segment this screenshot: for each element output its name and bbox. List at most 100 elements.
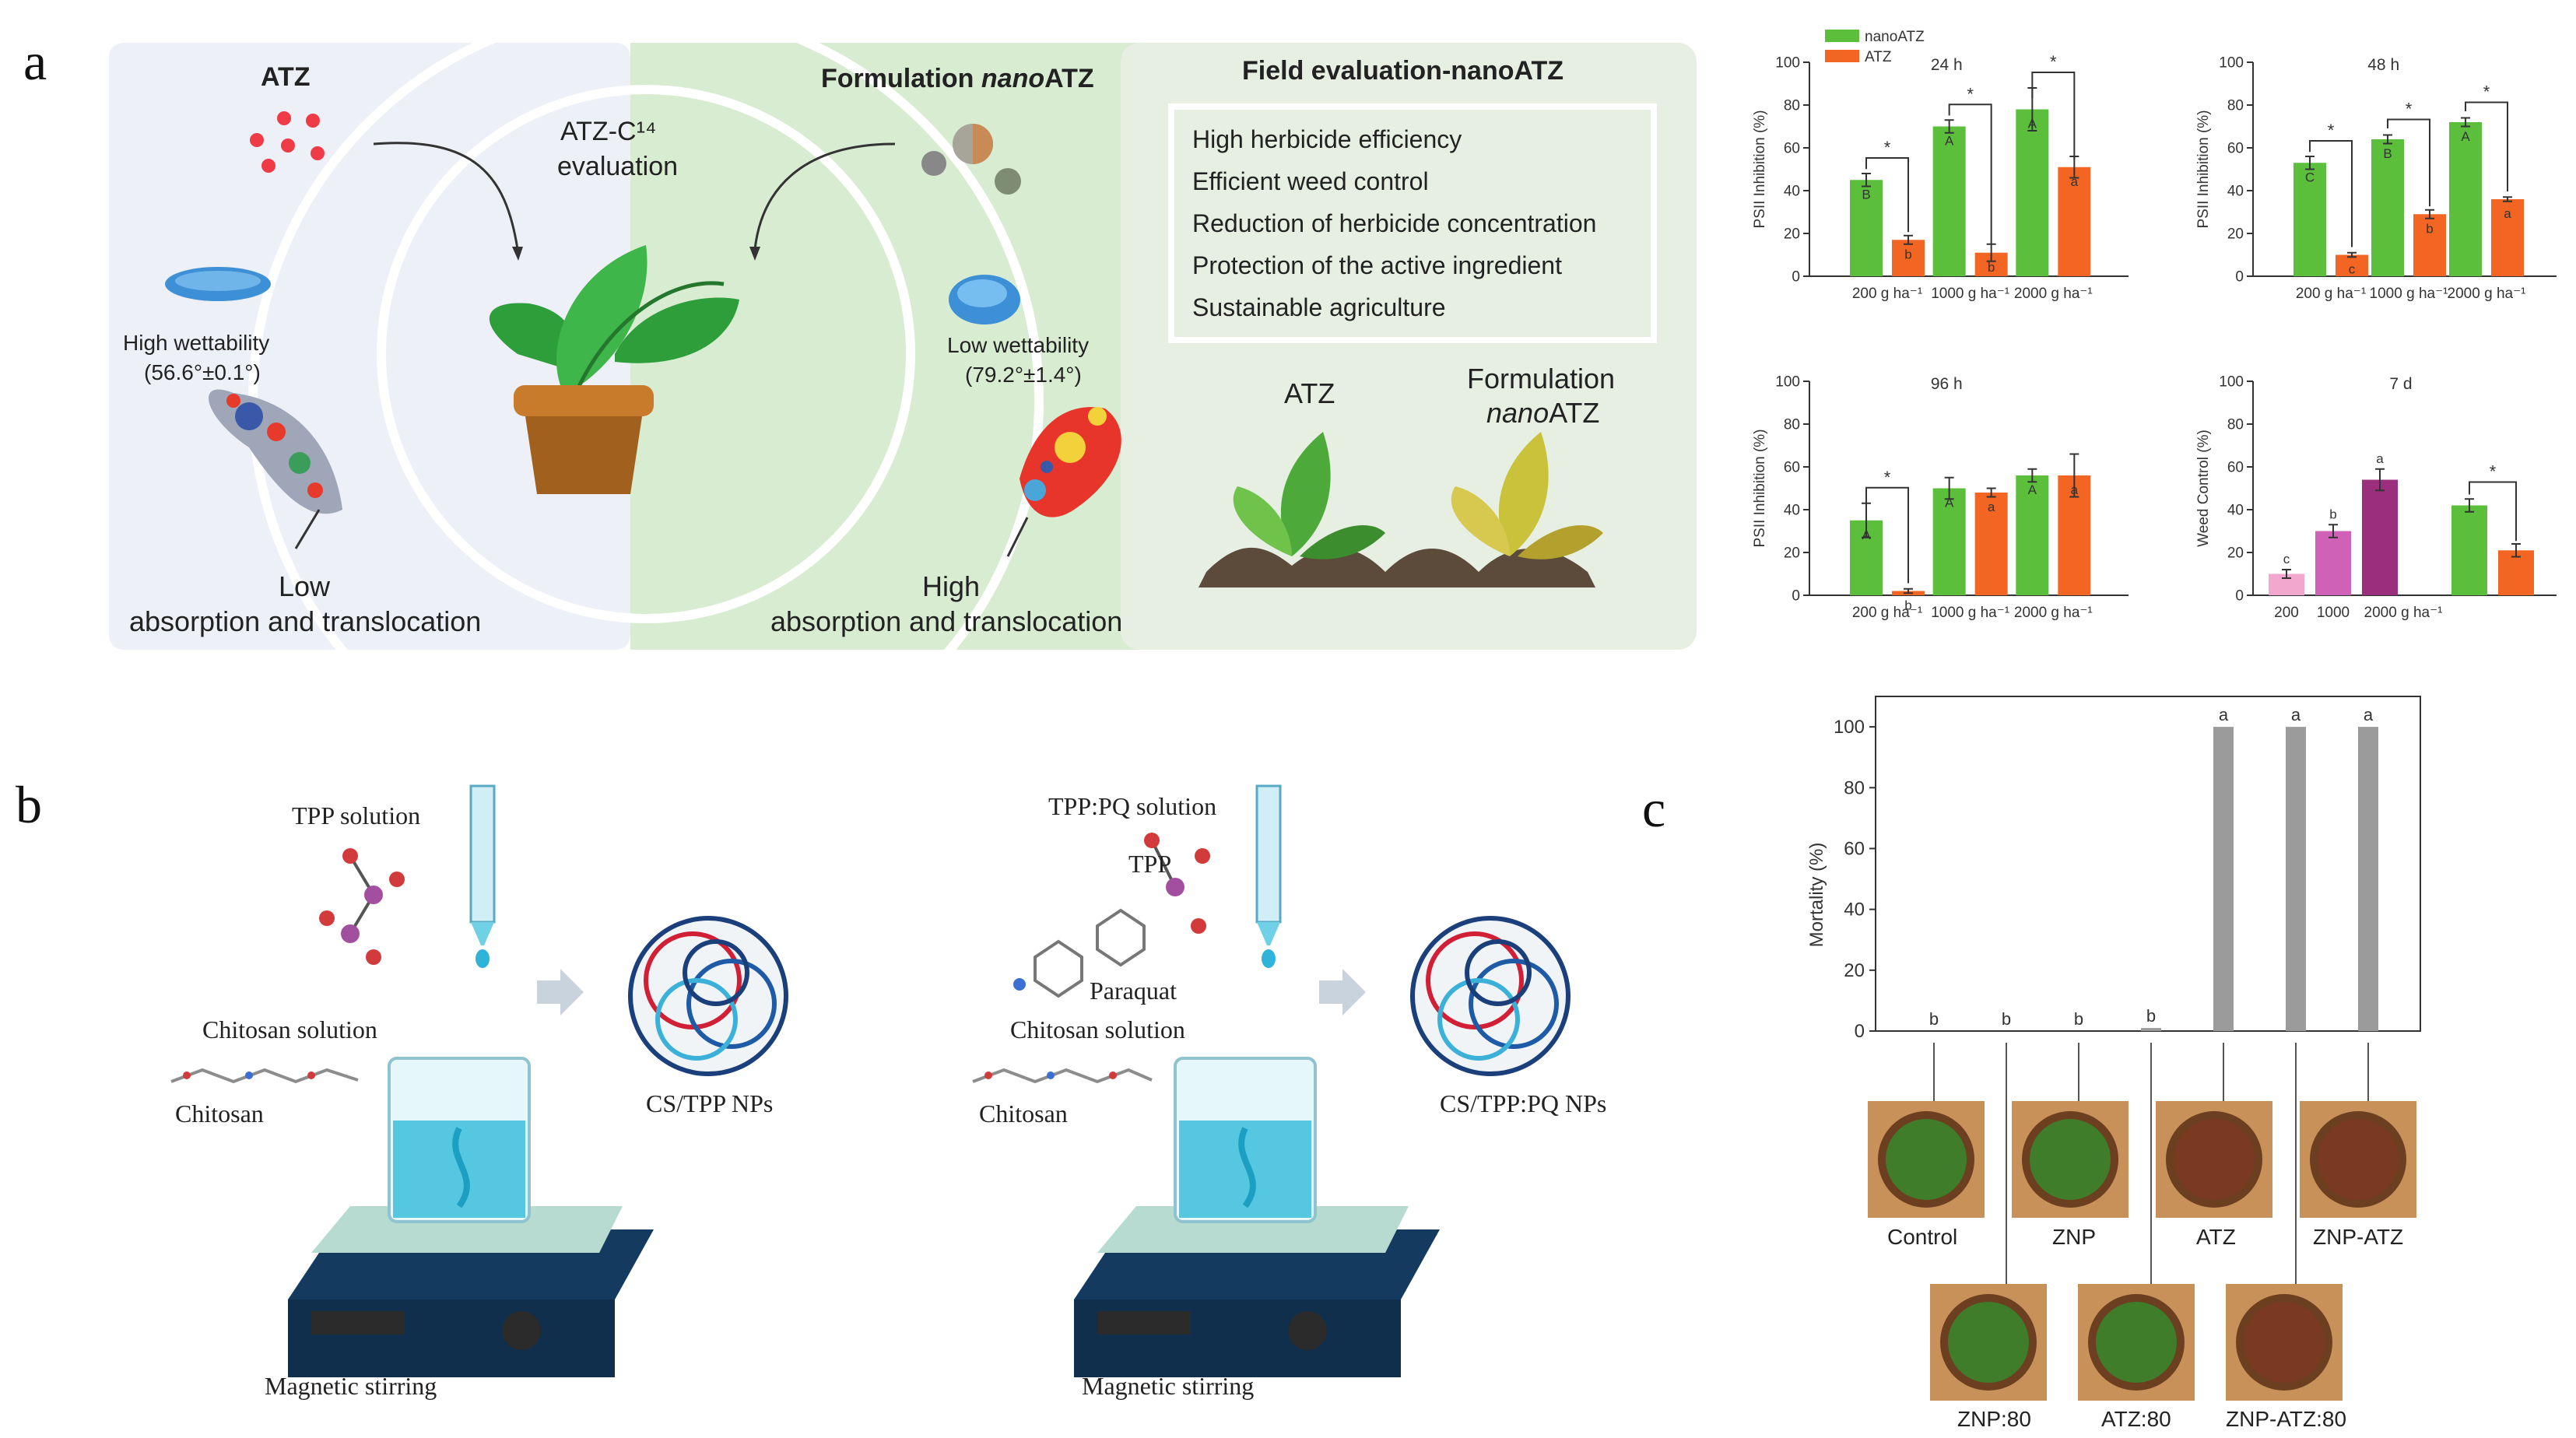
y-tick-label: 80 — [2227, 417, 2244, 433]
y-tick-label: 40 — [1784, 503, 1800, 519]
y-tick-label: 0 — [1855, 1021, 1865, 1042]
atz-wettability-label: High wettability — [123, 331, 270, 355]
chitosan-label: Chitosan — [175, 1100, 264, 1128]
y-axis-label: PSII Inhibition (%) — [2195, 110, 2212, 228]
panel-c-photos — [1868, 1043, 2416, 1401]
x-tick-label: 200 g ha⁻¹ — [1852, 286, 1922, 302]
field-benefit-item: Protection of the active ingredient — [1192, 251, 1562, 279]
photo-znp — [2012, 1101, 2129, 1218]
panel-a-schematic — [109, 43, 1697, 650]
bar — [2213, 727, 2234, 1031]
bar — [1892, 240, 1925, 276]
significance-bracket — [1865, 157, 1909, 233]
chitosan-chain-icon — [170, 1068, 359, 1084]
y-tick-label: 60 — [2227, 460, 2244, 476]
nanoparticle-pq-icon — [1410, 916, 1571, 1076]
significance-letter: a — [2219, 705, 2229, 724]
nano-title-prefix: Formulation — [821, 64, 981, 93]
pipette-icon-right — [1255, 784, 1282, 968]
significance-star: * — [1967, 84, 1974, 103]
bar — [2336, 254, 2368, 276]
chart-title: 96 h — [1931, 375, 1963, 393]
significance-star: * — [2406, 100, 2413, 119]
photo-label-znp-atz-80: ZNP-ATZ:80 — [2226, 1407, 2347, 1431]
tpp-molecule-icon — [319, 848, 405, 965]
bar — [2498, 550, 2534, 595]
significance-bracket — [2309, 140, 2353, 247]
bar — [2286, 727, 2306, 1031]
bar — [2449, 122, 2482, 276]
y-tick-label: 80 — [1784, 98, 1800, 114]
chitosan-solution-label: Chitosan solution — [202, 1015, 377, 1043]
y-tick-label: 20 — [2227, 226, 2244, 243]
significance-letter: b — [2329, 507, 2336, 521]
chart-title: 24 h — [1931, 56, 1963, 74]
x-tick-label: 2000 g ha⁻¹ — [2364, 605, 2443, 621]
arrow-left-icon — [373, 142, 519, 250]
x-tick-label: 1000 g ha⁻¹ — [1931, 605, 2009, 621]
y-tick-label: 100 — [1775, 374, 1800, 391]
field-nano-label-1: Formulation — [1467, 363, 1616, 395]
bar — [2413, 214, 2446, 276]
nano-absorption-label: absorption and translocation — [770, 605, 1123, 637]
x-tick-label: 200 g ha⁻¹ — [1852, 605, 1922, 621]
y-tick-label: 0 — [1792, 588, 1800, 605]
y-tick-label: 100 — [1775, 55, 1800, 72]
field-nano-suffix: ATZ — [1549, 397, 1600, 429]
y-axis-label: PSII Inhibition (%) — [1752, 110, 1768, 228]
tpp-pq-solution-label: TPP:PQ solution — [1048, 792, 1217, 820]
field-benefit-item: Efficient weed control — [1192, 167, 1429, 195]
arrow-right-icon — [753, 142, 896, 250]
y-tick-label: 0 — [1792, 269, 1800, 286]
significance-letter: A — [2461, 129, 2470, 144]
x-tick-label: 1000 g ha⁻¹ — [1931, 286, 2009, 302]
evaluation-label: evaluation — [557, 152, 679, 181]
pipette-icon — [469, 784, 496, 968]
photo-label-znp: ZNP — [2052, 1225, 2096, 1249]
photo-label-znp-atz: ZNP-ATZ — [2313, 1225, 2404, 1249]
bar — [1932, 126, 1966, 276]
significance-bracket — [1948, 103, 1992, 245]
panel-label-b: b — [16, 775, 42, 834]
magnetic-stirrer-icon — [288, 1206, 654, 1377]
significance-letter: C — [2305, 170, 2315, 184]
y-tick-label: 60 — [1844, 838, 1865, 859]
y-tick-label: 80 — [1844, 777, 1865, 798]
atz-absorption-label: absorption and translocation — [129, 605, 482, 637]
bar — [2451, 505, 2487, 595]
panel-label-c: c — [1642, 779, 1666, 838]
y-tick-label: 20 — [1784, 226, 1800, 243]
significance-letter: A — [1862, 528, 1871, 542]
bar — [2058, 167, 2091, 276]
bar — [1974, 493, 2008, 595]
photo-control — [1868, 1101, 1985, 1218]
photo-label-znp-80: ZNP:80 — [1957, 1407, 2031, 1431]
significance-letter: b — [1904, 598, 1911, 613]
y-tick-label: 40 — [2227, 503, 2244, 519]
significance-letter: b — [2146, 1006, 2156, 1026]
plot-frame — [1875, 696, 2421, 1032]
potted-plant-icon — [489, 245, 739, 494]
chart-title: 48 h — [2367, 56, 2399, 74]
significance-letter: a — [2291, 705, 2301, 724]
y-axis-label: Weed Control (%) — [2195, 430, 2212, 547]
beaker-icon-right — [1174, 1057, 1317, 1223]
tpp-label: TPP — [1128, 850, 1172, 878]
field-evaluation-box — [1168, 103, 1657, 343]
photo-znp-80 — [1930, 1284, 2047, 1401]
bar — [2016, 475, 2049, 595]
significance-letter: a — [2071, 482, 2079, 497]
bar — [1932, 488, 1966, 595]
significance-bracket — [2469, 481, 2517, 542]
significance-letter: b — [1929, 1009, 1939, 1029]
field-benefit-item: High herbicide efficiency — [1192, 125, 1462, 153]
field-nano-label-2: nanoATZ — [1486, 397, 1599, 430]
atz-leaf-heatmap-icon — [208, 389, 342, 549]
bar — [2371, 139, 2404, 276]
y-tick-label: 40 — [2227, 184, 2244, 200]
significance-letter: a — [2376, 451, 2384, 466]
field-benefits-list: High herbicide efficiency Efficient weed… — [1192, 118, 1596, 328]
significance-letter: A — [2028, 117, 2037, 132]
